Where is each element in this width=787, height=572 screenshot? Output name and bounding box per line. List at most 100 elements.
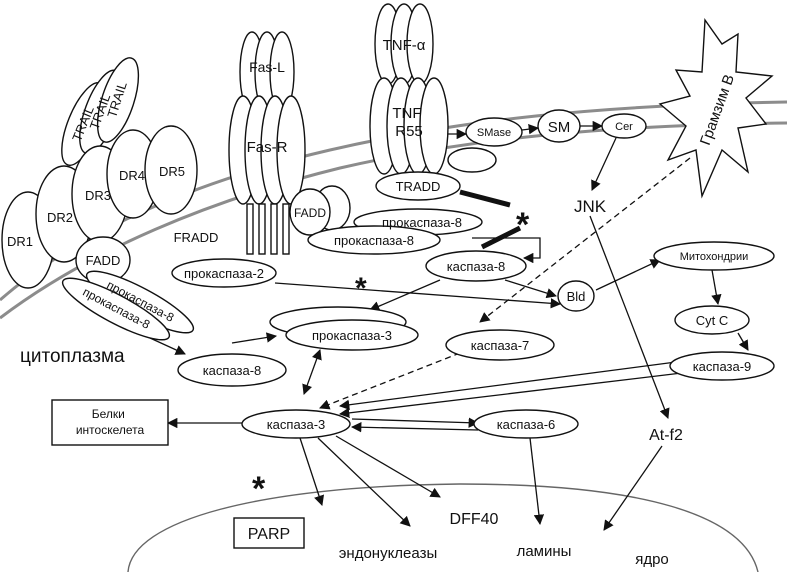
arrow-procasp3-casp3 <box>302 349 322 395</box>
nucleus-label: ядро <box>635 551 669 568</box>
casp7-shape <box>445 329 555 361</box>
cytc-shape <box>674 305 750 335</box>
cytoplasm-label: цитоплазма <box>20 346 125 367</box>
arrow-cer-jnk <box>591 137 617 191</box>
tnf-r55-line-2: R55 <box>395 123 423 140</box>
casp8-low-label: каспаза-8 <box>203 363 262 378</box>
arrow-granzyme-casp7 <box>479 157 691 323</box>
pathway-arrows <box>149 120 749 531</box>
sm-shape <box>537 109 581 143</box>
fas-r-label: Fas-R <box>247 139 288 156</box>
asterisk-casp8: * <box>516 206 530 244</box>
cer-shape <box>601 113 647 139</box>
cytoskeleton-line-2: интоскелета <box>76 423 145 437</box>
tradd-label: TRADD <box>396 179 441 194</box>
casp6-shape <box>473 409 579 439</box>
arrow-casp9-casp3-a <box>338 361 677 410</box>
dr4-label: DR4 <box>119 168 145 183</box>
fas-receptor-complex <box>228 31 351 255</box>
bid-label: Bld <box>567 289 586 304</box>
arrow-procasp8-casp8-left <box>149 337 186 355</box>
arrow-casp3-dff40 <box>335 435 441 498</box>
procasp8-left-b-shape <box>61 277 171 341</box>
dff40-label: DFF40 <box>450 511 499 528</box>
arrow-casp8-bid <box>504 279 557 299</box>
arrow-casp9-casp3-b <box>338 371 691 419</box>
tradd-shape <box>375 171 461 201</box>
mito-shape <box>653 241 775 271</box>
arrow-jnk-atf2 <box>589 215 670 419</box>
asterisk-parp: * <box>252 470 266 508</box>
procasp8-mid-b-shape <box>307 225 441 255</box>
lamins-label: ламины <box>517 543 572 560</box>
procasp2-shape <box>171 258 277 288</box>
trail-receptor-complex <box>1 57 198 341</box>
cer-label: Cer <box>615 121 633 133</box>
nucleus-membrane <box>127 483 759 572</box>
arrow-casp8-procasp3 <box>231 332 278 344</box>
dr3-label: DR3 <box>85 188 111 203</box>
casp6-label: каспаза-6 <box>497 417 556 432</box>
mito-label: Митохондрии <box>680 251 749 263</box>
inhibition-bar-tradd <box>459 189 511 208</box>
arrow-procasp8-casp8-bracket <box>472 237 541 264</box>
parp-label: PARP <box>248 526 290 543</box>
casp7-label: каспаза-7 <box>471 338 530 353</box>
jnk-label: JNK <box>574 197 607 216</box>
fas-transmembrane-bars <box>246 203 290 255</box>
casp8-mid-shape <box>425 250 527 282</box>
tnf-alpha-label: TNF-α <box>383 37 426 54</box>
fadd-mid-label: FADD <box>294 206 326 220</box>
tnf-dd-shape <box>447 147 497 173</box>
arrow-casp7-casp3 <box>319 352 461 410</box>
smase-label: SMase <box>477 127 511 139</box>
procasp8-mid-a-label: прокаспаза-8 <box>382 215 462 230</box>
casp9-shape <box>669 351 775 381</box>
arrow-atf2-nucleus <box>603 445 663 531</box>
dr5-shape <box>144 125 198 215</box>
trail-ellipse-c <box>96 57 140 143</box>
casp8-low-shape <box>177 353 287 387</box>
arrow-smase-sm <box>521 124 540 135</box>
tnf-r55-label: TNF R55 <box>392 105 425 140</box>
tnf-receptor-complex <box>369 3 497 201</box>
tnf-r55-line-1: TNF <box>392 105 421 122</box>
dr2-label: DR2 <box>47 210 73 225</box>
parp-box <box>233 517 305 549</box>
atf2-label: At-f2 <box>649 427 683 444</box>
casp8-mid-label: каспаза-8 <box>447 259 506 274</box>
endonucleases-label: эндонуклеазы <box>339 545 437 562</box>
procasp8-mid-b-label: прокаспаза-8 <box>334 233 414 248</box>
arrow-casp6-lamins <box>529 437 545 526</box>
arrow-mito-cytc <box>711 269 722 306</box>
sm-label: SM <box>548 119 571 136</box>
dr5-label: DR5 <box>159 164 185 179</box>
arrow-cytc-casp9 <box>737 332 749 351</box>
fadd-left-label: FADD <box>86 253 121 268</box>
arrow-procasp2-bid <box>274 282 562 309</box>
arrow-casp3-endo <box>317 437 411 527</box>
casp9-label: каспаза-9 <box>693 359 752 374</box>
inhibition-bar-casp8 <box>480 225 522 250</box>
procasp3-label: прокаспаза-3 <box>312 328 392 343</box>
procasp3-shape <box>285 319 419 351</box>
smase-shape <box>465 117 523 147</box>
casp3-label: каспаза-3 <box>267 417 326 432</box>
cytoskeleton-label: Белки интоскелета <box>76 407 145 437</box>
cytoskeleton-line-1: Белки <box>92 407 125 421</box>
asterisk-procasp2: * <box>355 272 367 305</box>
casp3-shape <box>241 409 351 439</box>
arrow-casp3-casp6-b <box>350 422 479 433</box>
cytc-label: Cyt C <box>696 313 729 328</box>
fradd-label: FRADD <box>174 230 219 245</box>
arrow-casp8-procasp3-mid <box>369 279 441 312</box>
arrow-bid-mito <box>595 259 661 291</box>
arrow-casp3-parp <box>299 437 325 506</box>
procasp2-label: прокаспаза-2 <box>184 266 264 281</box>
tnf-r55-ellipse-4 <box>419 77 449 175</box>
arrow-casp3-casp6-a <box>351 417 480 428</box>
bid-shape <box>557 280 595 312</box>
cytoskeleton-box <box>51 399 169 446</box>
fadd-mid-shape <box>289 188 331 236</box>
